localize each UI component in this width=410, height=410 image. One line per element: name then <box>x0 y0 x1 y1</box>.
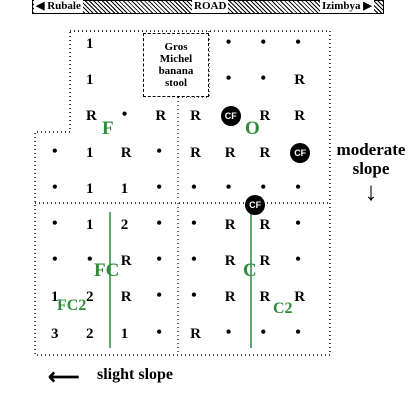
plant-r-marker: R <box>259 144 271 161</box>
plant-number-marker: 1 <box>86 72 94 89</box>
plot-label-c2: C2 <box>273 300 293 317</box>
plant-dot: • <box>52 178 58 196</box>
plant-dot: • <box>191 251 197 269</box>
slight-slope-label: slight slope <box>97 366 174 383</box>
plant-number-marker: 2 <box>120 217 129 233</box>
plant-r-marker: R <box>259 108 271 125</box>
plant-r-marker: R <box>294 289 306 306</box>
plant-dot: • <box>295 251 301 269</box>
left-arrow-icon: ◀ <box>36 0 45 12</box>
plant-dot: • <box>156 142 162 160</box>
plant-r-marker: R <box>155 108 167 125</box>
plant-dot: • <box>225 178 232 196</box>
plant-dot: • <box>260 323 267 341</box>
plant-r-marker: R <box>120 289 132 306</box>
plant-dot: • <box>156 323 162 341</box>
plant-dot: • <box>191 287 197 305</box>
plant-number-marker: 1 <box>86 217 94 233</box>
road-right-label: Izimbya ▶ <box>320 0 374 13</box>
plant-dot: • <box>156 215 162 232</box>
plant-dot: • <box>260 34 267 51</box>
plant-r-marker: R <box>294 72 306 89</box>
plant-r-marker: R <box>259 253 271 270</box>
cf-marker: CF <box>220 106 241 127</box>
road-left-label: ◀ Rubale <box>34 0 83 13</box>
plot-label-c: C <box>243 260 257 281</box>
plant-r-marker: R <box>259 217 271 233</box>
down-arrow-icon: ↓ <box>364 177 378 206</box>
road: ◀ Rubale ROAD Izimbya ▶ <box>32 0 384 14</box>
plant-r-marker: R <box>224 289 236 306</box>
road-center-label: ROAD <box>192 0 229 13</box>
plot-label-f: F <box>102 118 114 139</box>
plot-label-fc: FC <box>94 260 120 281</box>
plant-dot: • <box>260 70 267 88</box>
plant-r-marker: R <box>190 144 201 161</box>
plant-dot: • <box>225 70 232 88</box>
plant-r-marker: R <box>120 253 132 270</box>
plant-dot: • <box>191 215 197 232</box>
plant-dot: • <box>156 287 162 305</box>
right-arrow-icon: ▶ <box>363 0 372 12</box>
plant-dot: • <box>156 178 162 196</box>
plant-dot: • <box>295 34 301 51</box>
cf-marker: CF <box>245 195 266 216</box>
plot-label-o: O <box>245 118 260 139</box>
gros-michel-stool-box: Gros Michel banana stool <box>143 33 209 97</box>
moderate-slope-label: moderate slope ↓ <box>331 140 410 206</box>
plant-r-marker: R <box>294 108 306 125</box>
plant-number-marker: 1 <box>120 180 129 197</box>
plant-number-marker: 3 <box>51 325 59 342</box>
plant-dot: • <box>260 178 267 196</box>
gros-line: Michel <box>159 53 193 65</box>
plant-r-marker: R <box>190 108 201 125</box>
plant-r-marker: R <box>224 144 236 161</box>
plant-dot: • <box>52 142 58 160</box>
left-arrow-icon: ⟵ <box>48 364 80 389</box>
plant-r-marker: R <box>86 108 97 125</box>
plant-dot: • <box>87 251 93 269</box>
gros-line: banana <box>158 65 194 77</box>
plant-number-marker: 1 <box>86 36 94 52</box>
plant-number-marker: 1 <box>86 144 94 161</box>
plant-dot: • <box>191 178 197 196</box>
gros-line: Gros <box>164 41 188 53</box>
plant-r-marker: R <box>120 144 132 161</box>
plant-dot: • <box>295 178 301 196</box>
plant-dot: • <box>52 215 58 232</box>
plant-number-marker: 1 <box>86 180 94 197</box>
field-boundary <box>34 30 331 356</box>
plant-number-marker: 2 <box>86 325 94 342</box>
plant-dot: • <box>156 251 162 269</box>
plant-number-marker: 1 <box>51 289 59 306</box>
plant-r-marker: R <box>259 289 271 306</box>
cf-marker: CF <box>290 142 311 163</box>
plant-dot: • <box>295 323 301 341</box>
plant-r-marker: R <box>190 325 201 342</box>
plot-label-fc2: FC2 <box>57 297 87 314</box>
plant-dot: • <box>121 106 128 124</box>
plant-r-marker: R <box>224 217 236 233</box>
plant-dot: • <box>225 34 232 51</box>
plant-number-marker: 1 <box>120 325 129 342</box>
plant-dot: • <box>52 251 58 269</box>
plant-number-marker: 2 <box>86 289 94 306</box>
plant-dot: • <box>295 215 301 232</box>
plant-r-marker: R <box>224 253 236 270</box>
gros-line: stool <box>165 77 187 89</box>
plant-dot: • <box>225 323 232 341</box>
